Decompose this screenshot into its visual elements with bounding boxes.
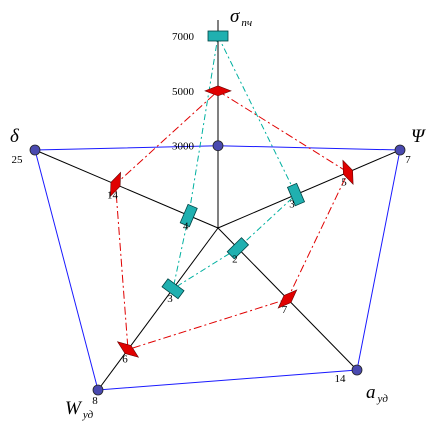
point-s1-a4 [110, 171, 121, 198]
point-s2-a4 [179, 203, 198, 228]
series-line-2 [172, 34, 297, 290]
tick-label-a: 14 [335, 373, 347, 385]
point-s2-a1 [286, 182, 306, 207]
point-s0-a2 [351, 364, 363, 376]
tick-label-delta: 25 [12, 154, 24, 166]
tick-label-sigma-0: 3000 [172, 141, 195, 153]
axis-line-1 [217, 149, 401, 229]
axis-title-psi: Ψ [411, 126, 426, 147]
point-label-s1-a2: 7 [282, 304, 288, 316]
point-label-s1-a3: 6 [122, 354, 128, 366]
point-s0-a1 [394, 144, 406, 156]
point-s0-a0 [212, 140, 224, 152]
point-label-s2-a2: 2 [232, 253, 238, 265]
series-line-0 [34, 145, 401, 391]
point-label-s1-a4: 14 [107, 189, 119, 201]
point-s2-a0 [207, 30, 229, 42]
axis-line-3 [97, 227, 219, 391]
point-label-s2-a4: 4 [183, 221, 189, 233]
point-s0-a3 [92, 384, 104, 396]
point-s1-a1 [342, 159, 354, 186]
point-s1-a3 [116, 341, 140, 358]
point-label-s1-a1: 5 [341, 176, 347, 188]
axis-title-delta: δ [10, 126, 20, 147]
point-s0-a4 [29, 144, 41, 156]
tick-label-w: 8 [92, 395, 98, 407]
point-label-s2-a1: 3 [289, 199, 295, 211]
point-s2-a3 [161, 278, 185, 300]
tick-label-sigma-1: 5000 [172, 86, 195, 98]
series-line-1 [114, 90, 349, 351]
point-label-s2-a3: 3 [167, 293, 173, 305]
tick-label-sigma-2: 7000 [172, 31, 195, 43]
point-s1-a0 [204, 85, 232, 97]
tick-label-psi: 7 [405, 154, 411, 166]
point-s2-a2 [226, 237, 250, 260]
point-s1-a2 [277, 289, 298, 309]
